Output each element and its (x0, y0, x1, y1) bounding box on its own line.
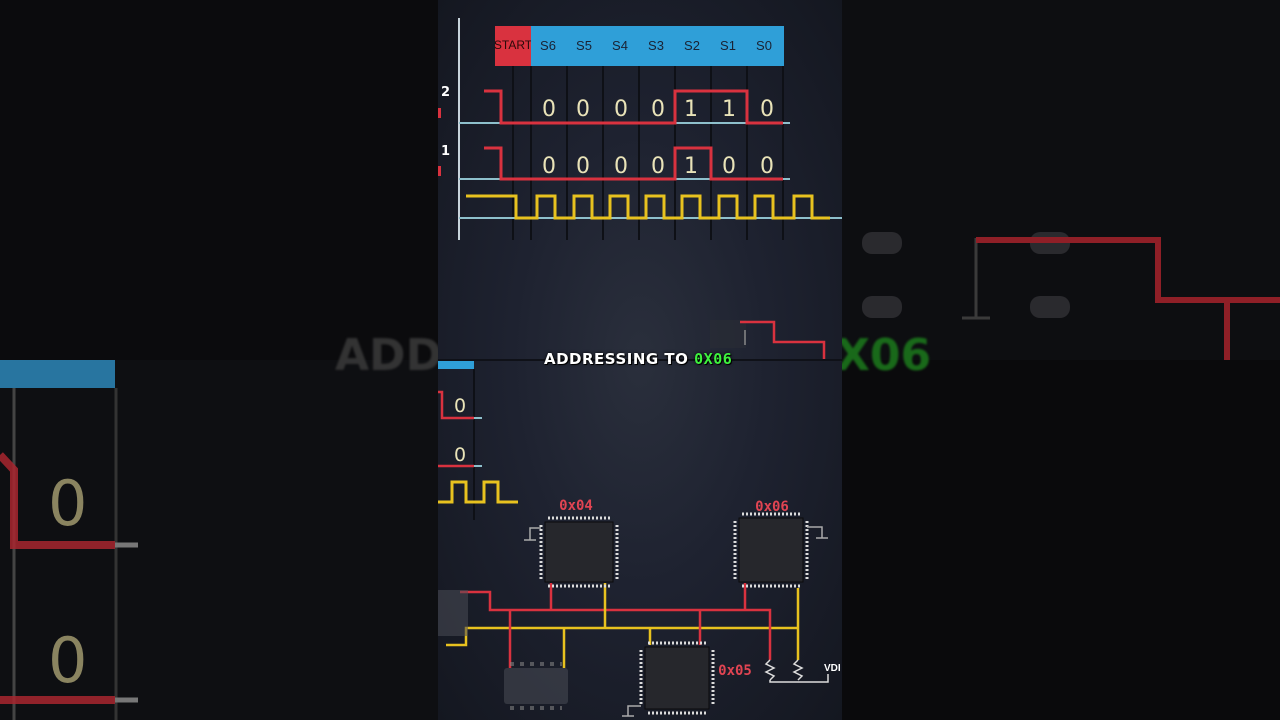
row2-bit: 0 (576, 154, 590, 179)
partial-bit: 0 (454, 395, 466, 417)
vdd-label: VDI (824, 663, 841, 674)
blurred-caption-right: X06 (836, 330, 932, 381)
partial-header-cell (438, 361, 474, 369)
header-s3: S3 (648, 38, 664, 53)
left-blurred-panel-bottom: 0 0 (0, 360, 438, 720)
row2-side-label: 1 (441, 144, 450, 159)
row1-side-label: 2 (441, 85, 450, 100)
header-s2: S2 (684, 38, 700, 53)
caption-prefix: ADDRESSING TO (544, 350, 689, 368)
partial-clock (438, 480, 518, 504)
caption-highlight: 0X06 (694, 350, 733, 368)
timing-header: START S6 S5 S4 S3 S2 S1 S0 (494, 26, 784, 66)
row1-waveform (484, 89, 783, 125)
header-s0: S0 (756, 38, 772, 53)
chip-address-label: 0x06 (755, 499, 789, 515)
row2-bit: 0 (722, 154, 736, 179)
blurred-bit: 0 (48, 624, 87, 697)
row1-bit: 0 (614, 97, 628, 122)
left-blurred-panel-top (0, 0, 438, 360)
row2-bit: 0 (651, 154, 665, 179)
row2-bit: 0 (614, 154, 628, 179)
row1-bit: 1 (684, 97, 698, 122)
chip-0x05: 0x05 (622, 641, 752, 717)
header-s4: S4 (612, 38, 628, 53)
center-video-frame: START S6 S5 S4 S3 S2 S1 S0 2 1 (438, 0, 842, 720)
mcu-ghost (438, 590, 568, 710)
header-s5: S5 (576, 38, 592, 53)
chip-0x06: 0x06 (733, 499, 828, 588)
row1-bit: 0 (651, 97, 665, 122)
right-blurred-panel-top (842, 0, 1280, 360)
start-label: START (494, 38, 533, 52)
row1-bit: 0 (542, 97, 556, 122)
blurred-header-cell (0, 360, 115, 388)
caption: ADDRESSING TO 0X06 (544, 350, 732, 370)
row2-bit: 1 (684, 154, 698, 179)
row2-waveform (484, 146, 783, 181)
i2c-bus (446, 583, 829, 683)
partial-bit: 0 (454, 444, 466, 466)
row2-bit: 0 (760, 154, 774, 179)
right-blurred-panel-bottom (842, 360, 1280, 720)
clock-waveform (466, 194, 830, 220)
row2-bit: 0 (542, 154, 556, 179)
i2c-diagram: START S6 S5 S4 S3 S2 S1 S0 2 1 (438, 18, 842, 717)
blurred-caption-left: ADD (335, 330, 443, 381)
row1-bit: 0 (760, 97, 774, 122)
header-s6: S6 (540, 38, 556, 53)
header-s1: S1 (720, 38, 736, 53)
chip-address-label: 0x05 (718, 663, 752, 679)
blurred-bit: 0 (48, 467, 87, 540)
row1-bit: 1 (722, 97, 736, 122)
row1-bits: 0 0 0 0 1 1 0 (542, 97, 774, 122)
row1-bit: 0 (576, 97, 590, 122)
start-cell (495, 26, 531, 66)
row2-bits: 0 0 0 0 1 0 0 (542, 154, 774, 179)
right-blurred-circuit (862, 232, 1280, 360)
left-blurred-waveform: 0 0 (0, 360, 138, 720)
chip-0x04: 0x04 (524, 498, 619, 588)
chip-address-label: 0x04 (559, 498, 593, 514)
address-bits-header (531, 26, 784, 66)
